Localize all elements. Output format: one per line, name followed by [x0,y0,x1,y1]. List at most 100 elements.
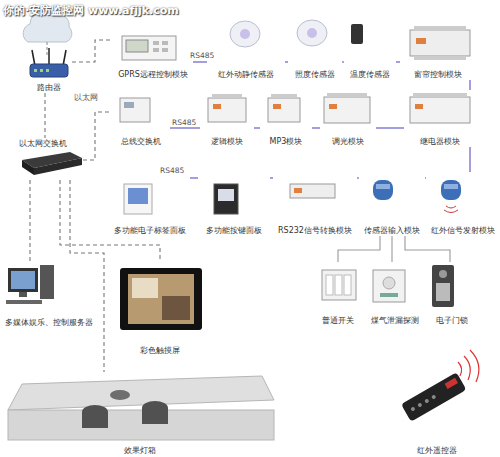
device-node: 路由器 [25,45,72,93]
ethernet-line [83,112,112,160]
device-label: 电子门锁 [428,315,476,326]
label-group: 路由器 [25,82,72,93]
device-node: 温度传感器 [344,18,396,80]
device-node: 照度传感器 [288,18,342,80]
device-node: 总线交换机 [112,92,170,147]
ethernet-line [72,40,113,62]
rs485-bus-line [270,177,273,179]
device-label: 红外信号发射模块 [426,225,500,236]
pir-sensor-icon [230,21,260,47]
device-node: 电子门锁 [428,262,476,326]
ethernet-line [29,180,30,262]
edge-label: RS485 [160,166,184,175]
label-group: 煤气泄漏探测 [366,315,424,326]
device-label: 温度传感器 [344,69,396,80]
wall-switch-icon [322,270,356,300]
device-node: 彩色触摸屏 [115,262,205,356]
sensor-wire [405,236,450,262]
server-pc-icon [6,265,54,304]
ethernet-line [60,180,160,262]
label-group: 照度传感器 [288,69,342,80]
device-label: RS232信号转换模块 [273,225,357,236]
device-node: 煤气泄漏探测 [366,262,424,326]
label-group: 红外动静传感器 [207,69,285,80]
label-group: 电子门锁 [428,315,476,326]
sensor-wire [391,236,392,262]
ethernet-line [70,180,104,372]
sensor-wire [338,236,380,262]
rs485-bus-line [190,177,198,179]
rs485-bus-line [193,61,207,63]
device-node: 红外信号发射模块 [426,172,500,236]
light-sensor-icon [297,20,327,46]
label-panel-icon [124,184,152,214]
device-label: 以太网交换机 [3,138,83,149]
rs485-bus-line [254,127,260,129]
device-label: 彩色触摸屏 [115,345,205,356]
device-label: 继电器模块 [404,136,476,147]
mp3-module-icon [268,94,300,122]
label-group: MP3模块 [260,136,312,147]
device-label: 多功能按键面板 [198,225,270,236]
device-label: GPRS远程控制模块 [113,69,193,80]
ir-emitter-icon [441,180,461,213]
label-group: 总线交换机 [112,136,170,147]
device-label: 路由器 [25,82,72,93]
label-group: 温度传感器 [344,69,396,80]
ethernet-switch-icon [22,152,82,175]
device-label: 煤气泄漏探测 [366,315,424,326]
label-group: 效果灯箱 [5,445,275,456]
gprs-module-icon [122,36,176,60]
device-node: RS232信号转换模块 [273,172,357,236]
rs232-module-icon [290,184,335,198]
device-node: 逻辑模块 [200,90,254,147]
device-label: 调光模块 [320,136,376,147]
curtain-module-icon [410,26,470,60]
rs485-bus-line [396,61,400,63]
spacer [392,236,393,262]
device-label: 多媒体娱乐、控制服务器 [0,317,98,328]
sensor-input-icon [373,180,393,200]
device-node: MP3模块 [260,90,312,147]
device-node: 红外遥控器 [392,348,482,456]
rs485-bus-line [170,127,200,129]
label-group: GPRS远程控制模块 [113,69,193,80]
device-node: 效果灯箱 [5,372,275,456]
device-label: 红外动静传感器 [207,69,285,80]
edge-label: RS485 [190,51,214,60]
device-label: 普通开关 [314,315,362,326]
ir-remote-icon [401,350,479,422]
device-label: 逻辑模块 [200,136,254,147]
device-label: 效果灯箱 [5,445,275,456]
edge-label: RS485 [172,118,196,127]
watermark: 你的·安防监控网 www.afjjk.com [3,3,179,18]
device-node: 调光模块 [320,90,376,147]
gas-detector-icon [373,270,405,302]
edge-label: 以太网 [74,93,98,102]
device-node: 红外动静传感器 [207,18,285,80]
label-group: 逻辑模块 [200,136,254,147]
label-group: 多功能按键面板 [198,225,270,236]
label-group: 多功能电子标签面板 [110,225,190,236]
device-label: 总线交换机 [112,136,170,147]
router-icon [30,48,68,77]
device-label: 传感器输入模块 [359,225,425,236]
label-group: 继电器模块 [404,136,476,147]
device-label: 多功能电子标签面板 [110,225,190,236]
device-label: 照度传感器 [288,69,342,80]
device-label: 窗帘控制模块 [400,69,476,80]
rs485-bus-line [357,177,359,179]
label-group: RS232信号转换模块 [273,225,357,236]
bus-switch-icon [120,98,150,122]
rs485-bus-line [285,61,288,63]
label-group: 以太网交换机 [3,138,83,149]
label-group: 彩色触摸屏 [115,345,205,356]
light-box-illustration [8,376,274,440]
device-node: 多功能按键面板 [198,172,270,236]
rs485-bus-line [376,127,404,129]
rs485-bus-line [425,177,426,179]
label-group: 调光模块 [320,136,376,147]
ethernet-line [44,93,45,138]
dimmer-module-icon [324,93,370,123]
